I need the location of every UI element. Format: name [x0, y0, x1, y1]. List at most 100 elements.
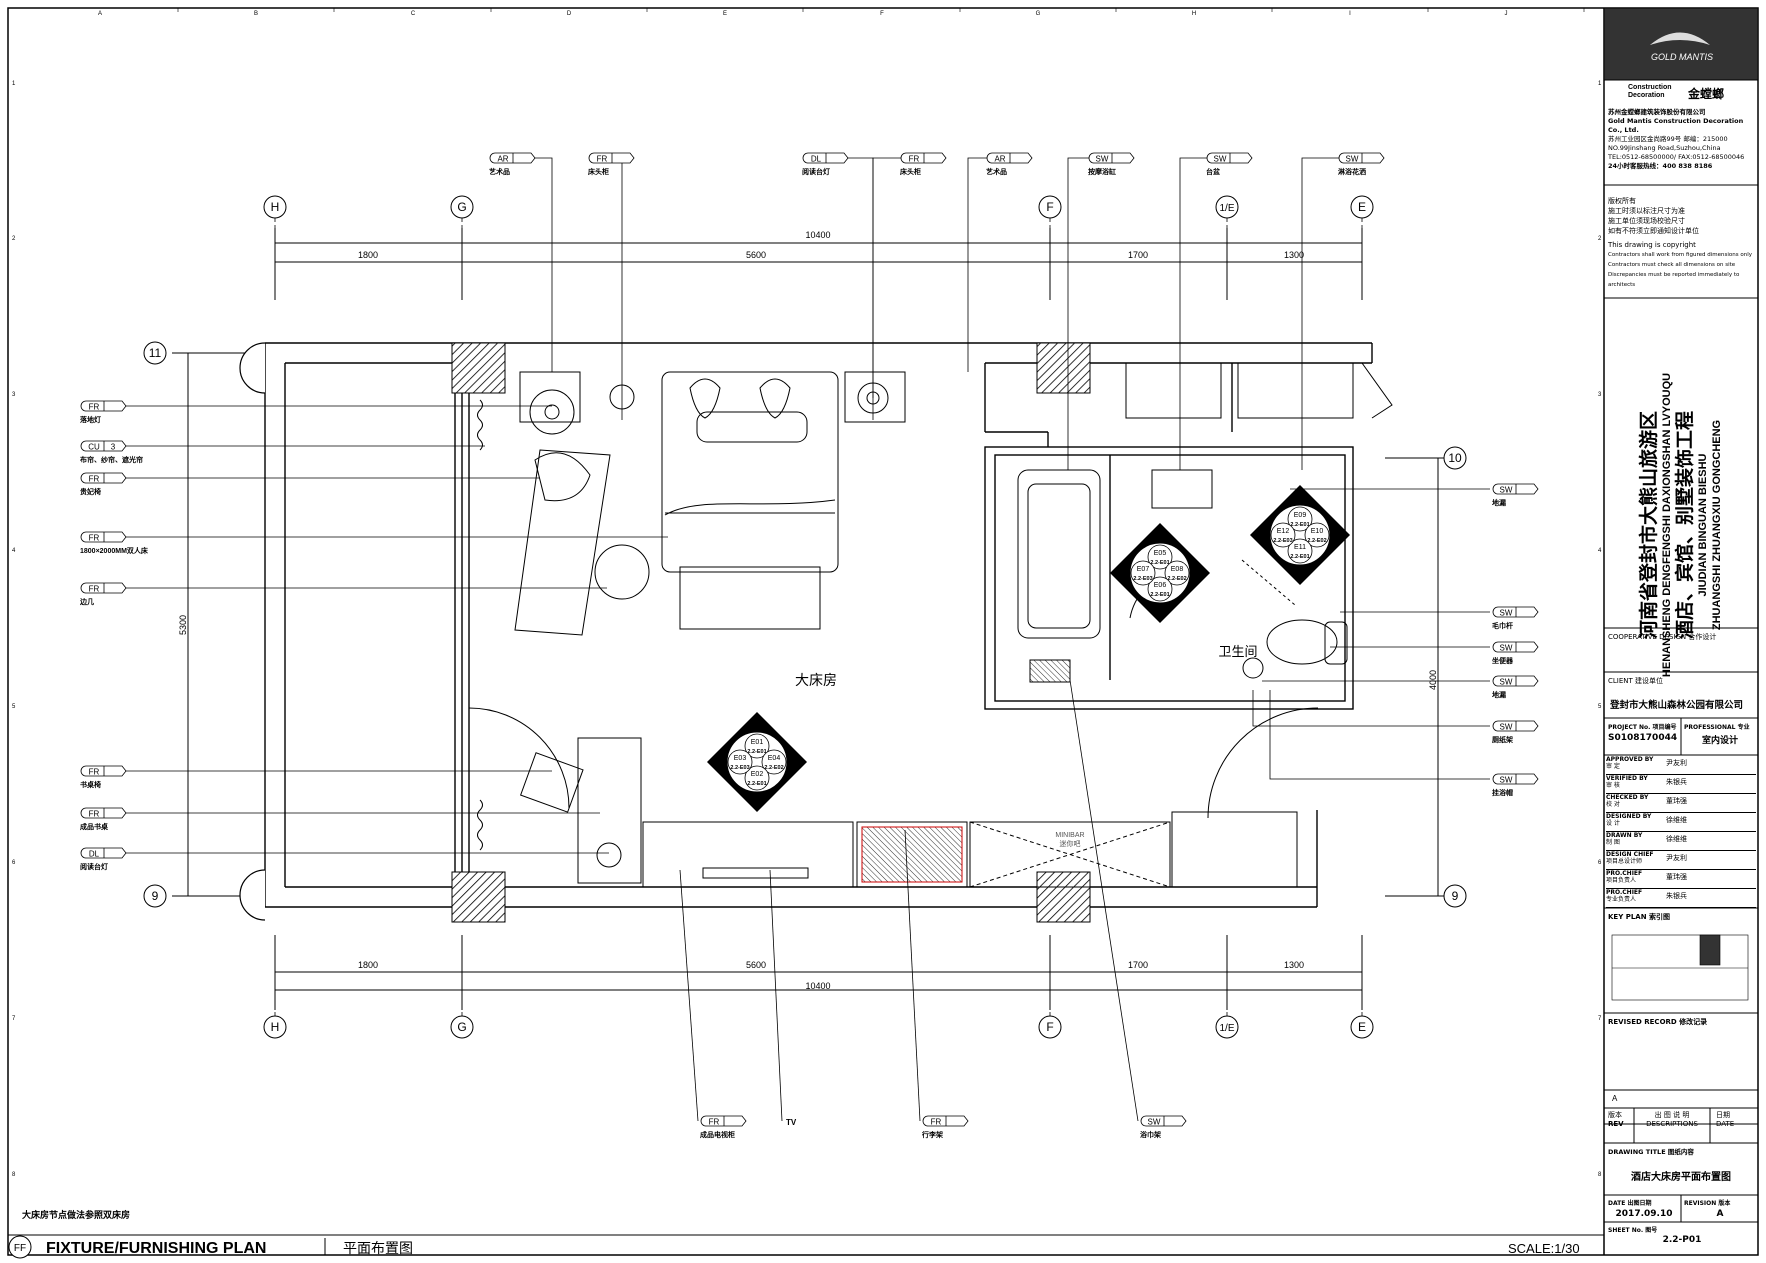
signoff-role-cn: 审 核: [1606, 782, 1620, 789]
tag-top-0-label: 艺术品: [489, 167, 510, 176]
tag-top-1-label: 床头柜: [588, 167, 609, 176]
room-bedroom: 大床房: [795, 672, 837, 688]
tag-top-7-code: SW: [1346, 155, 1359, 164]
tag-top-2-code: DL: [811, 155, 822, 164]
grid-row-left-3: 3: [12, 392, 16, 398]
tag-left-1-num: 3: [111, 443, 116, 452]
tag-top-2-label: 阅读台灯: [802, 167, 830, 176]
elevation-marker-c-label-2: E11: [1294, 544, 1306, 551]
footer-title-cn: 平面布置图: [343, 1240, 413, 1256]
elevation-marker-b-label-3: E07: [1137, 566, 1150, 573]
signoff-name: 朱银兵: [1666, 892, 1687, 900]
grid-col-J: J: [1505, 11, 1508, 17]
company-info: 苏州金螳螂建筑装饰股份有限公司 Gold Mantis Construction…: [1608, 108, 1756, 171]
signoff-name: 尹友利: [1666, 854, 1687, 862]
axis-f-top: F: [1046, 200, 1053, 214]
elevation-marker-a-label-1: E04: [768, 755, 781, 762]
axis-10: 10: [1448, 451, 1462, 465]
tag-top-2: DL 阅读台灯: [802, 152, 874, 398]
tag-top-0-code: AR: [497, 155, 508, 164]
grid-row-right-5: 5: [1598, 704, 1602, 710]
tag-left-3-label: 1800×2000MM双人床: [80, 546, 149, 555]
dim-right: 4000: [1428, 670, 1438, 690]
tag-left-7-label: 阅读台灯: [80, 862, 108, 871]
grid-row-right-3: 3: [1598, 392, 1602, 398]
desc-en: DESCRIPTIONS: [1646, 1120, 1698, 1128]
elevation-marker-b-label-2: E06: [1154, 582, 1167, 589]
company-hotline: 24小时客服热线：400 838 8186: [1608, 162, 1713, 170]
footer-scale: SCALE:1/30: [1508, 1241, 1580, 1256]
rights-5: This drawing is copyright: [1608, 241, 1696, 249]
footer-title-en: FIXTURE/FURNISHING PLAN: [46, 1240, 266, 1257]
professional-block: PROFESSIONAL 专业 室内设计: [1684, 722, 1756, 746]
signoff-role-en: DRAWN BY: [1606, 832, 1643, 839]
key-plan-sketch: [1611, 934, 1749, 1001]
signoff-role-cn: 项目总设计师: [1606, 858, 1643, 865]
date2-label: DATE 出图日期: [1608, 1200, 1652, 1207]
signoff-role-cn: 审 定: [1606, 763, 1620, 770]
elevation-marker-c-label-1: E10: [1311, 528, 1324, 535]
grid-row-left-4: 4: [12, 548, 16, 554]
tag-top-4-label: 艺术品: [986, 167, 1007, 176]
dim-5600-bottom: 5600: [746, 960, 766, 970]
signoff-name: 董玮强: [1666, 797, 1687, 805]
logo-text: GOLD MANTIS: [1651, 52, 1713, 62]
keyplan-label: KEY PLAN 索引图: [1608, 913, 1671, 921]
tag-left-1-label: 布帘、纱帘、遮光帘: [80, 455, 143, 464]
sheet-value: 2.2-P01: [1662, 1235, 1702, 1245]
tag-right-1-code: SW: [1500, 609, 1513, 618]
furniture: [468, 371, 1348, 888]
elevation-marker-a-ref-2: 2.2-E01: [747, 781, 766, 787]
tag-right-2-code: SW: [1500, 644, 1513, 653]
tag-right-5-label: 挂浴帽: [1492, 788, 1513, 797]
rev-col: 版本 REV: [1608, 1111, 1624, 1129]
tag-top-7-label: 淋浴花洒: [1338, 167, 1366, 176]
tag-left-4-code: FR: [89, 585, 100, 594]
company-address-en: NO.99Jinshang Road,Suzhou,China: [1608, 144, 1721, 152]
grid-row-left-5: 5: [12, 704, 16, 710]
grid-row-right-6: 6: [1598, 860, 1602, 866]
signoff-role-en: DESIGNED BY: [1606, 813, 1652, 820]
elevation-marker-b-label-1: E08: [1171, 566, 1184, 573]
dim-1700-top: 1700: [1128, 250, 1148, 260]
axis-bubbles: [143, 195, 1467, 1039]
tag-left-2-label: 贵妃椅: [80, 487, 101, 496]
company-address-cn: 苏州工业园区金尚路99号 邮编：215000: [1608, 135, 1728, 143]
rights-6: Contractors shall work from figured dime…: [1608, 252, 1752, 258]
tag-right-2-label: 坐便器: [1492, 656, 1514, 665]
signoff-role-cn: 制 图: [1606, 839, 1620, 846]
company-en: Gold Mantis Construction Decoration Co.,…: [1608, 117, 1744, 134]
professional-value: 室内设计: [1701, 736, 1738, 746]
project-no: S0108170044: [1608, 733, 1678, 743]
axis-e-top: E: [1358, 200, 1366, 214]
signoff-role-en: VERIFIED BY: [1606, 775, 1648, 782]
brand-en-2: Decoration: [1628, 92, 1665, 99]
grid-row-right-2: 2: [1598, 236, 1602, 242]
note-text: 大床房节点做法参照双床房: [22, 1209, 130, 1220]
date-block: DATE 出图日期 2017.09.10: [1608, 1198, 1680, 1219]
tag-top-6-label: 台盆: [1206, 167, 1221, 176]
company-tel: TEL:0512-68500000/ FAX:0512-68500046: [1608, 153, 1745, 161]
minibar-label: MINIBAR: [1055, 832, 1084, 839]
tag-left-5-code: FR: [89, 768, 100, 777]
signoff-role-en: PRO.CHIEF: [1606, 870, 1643, 877]
tag-bottom-3-code: SW: [1148, 1118, 1161, 1127]
signoff-role-cn: 专业负责人: [1606, 896, 1637, 903]
rights-4: 如有不符须立即通知设计单位: [1608, 227, 1699, 235]
elevation-marker-a-ref-3: 2.2-E03: [730, 765, 749, 771]
